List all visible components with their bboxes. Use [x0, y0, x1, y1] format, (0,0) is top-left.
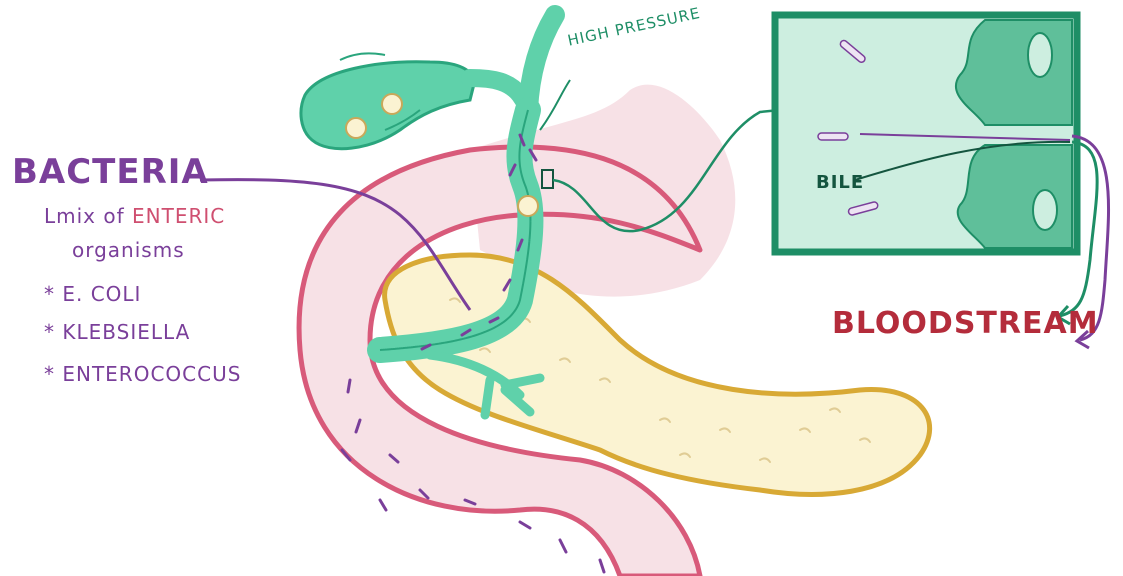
obstructing-stone — [518, 196, 538, 216]
hepatic-duct — [528, 15, 555, 110]
motion-line — [340, 53, 385, 60]
bacteria-label: BACTERIA — [12, 152, 209, 192]
gallstone — [346, 118, 366, 138]
gallstone — [382, 94, 402, 114]
mix-line: Lmix of ENTERIC — [44, 204, 225, 228]
zoom-inset — [775, 15, 1077, 252]
enteric-word: ENTERIC — [132, 204, 225, 228]
bloodstream-label: BLOODSTREAM — [832, 306, 1099, 341]
bile-label: BILE — [816, 172, 864, 193]
organism-ecoli: * E. COLI — [44, 282, 141, 306]
organism-enterococcus: * ENTEROCOCCUS — [44, 362, 241, 386]
organisms-label: organisms — [72, 238, 185, 262]
organism-klebsiella: * KLEBSIELLA — [44, 320, 190, 344]
mix-prefix: Lmix of — [44, 204, 125, 228]
